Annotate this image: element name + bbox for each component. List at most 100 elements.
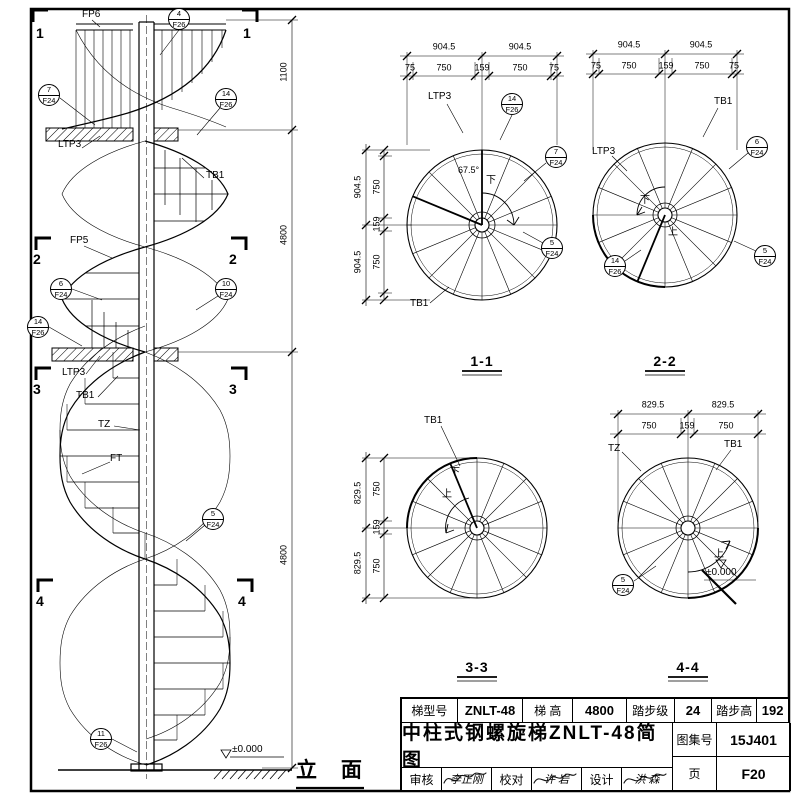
- plan-4-4-linework: [610, 409, 766, 605]
- dim-seg: 159: [474, 62, 490, 73]
- plan-2-2-linework: [586, 49, 757, 288]
- callout-code: F24: [219, 290, 233, 299]
- label-up-p33: 上: [442, 489, 452, 500]
- callout-code: F24: [616, 586, 630, 595]
- dim-904-5: 904.5: [689, 39, 713, 50]
- section-marker-2-left: 2: [33, 251, 41, 267]
- label-ltp3-top: LTP3: [58, 139, 82, 150]
- sheet-frame: [29, 7, 791, 793]
- label-tb1-p11: TB1: [410, 298, 429, 309]
- callout-code: F24: [54, 290, 68, 299]
- label-level-p44: ±0.000: [706, 567, 737, 578]
- callout-number: 11: [91, 729, 111, 740]
- dim-829-5: 829.5: [641, 399, 665, 410]
- plan-title-3-3: 3-3: [465, 659, 489, 675]
- section-marker-3-right: 3: [229, 381, 237, 397]
- dim-829-5: 829.5: [352, 481, 363, 505]
- review-signature: 李正刚: [442, 768, 492, 791]
- dim-seg: 75: [548, 62, 560, 73]
- callout-number: 10: [216, 279, 236, 290]
- section-marker-3-left: 3: [33, 381, 41, 397]
- callout-code: F26: [608, 267, 622, 276]
- label-level-elev: ±0.000: [232, 744, 263, 755]
- callout-number: 5: [755, 246, 775, 257]
- dim-seg: 750: [371, 179, 382, 195]
- label-tb1-p22: TB1: [714, 96, 733, 107]
- dim-904-5: 904.5: [508, 41, 532, 52]
- label-up-p22: 上: [668, 227, 678, 238]
- callout-number: 14: [216, 89, 236, 100]
- callout-number: 14: [605, 256, 625, 267]
- dim-904-5: 904.5: [432, 41, 456, 52]
- dim-4800-lower: 4800: [278, 544, 289, 566]
- dim-904-5: 904.5: [352, 175, 363, 199]
- label-angle: 67.5°: [458, 165, 480, 175]
- section-marker-1-right: 1: [243, 25, 251, 41]
- plan-title-4-4: 4-4: [676, 659, 700, 675]
- label-tb1-p33: TB1: [424, 415, 443, 426]
- dim-seg: 75: [404, 62, 416, 73]
- label-ft: FT: [110, 453, 123, 464]
- dim-seg: 750: [718, 420, 734, 431]
- label-ltp3-mid: LTP3: [62, 367, 86, 378]
- callout-code: F24: [750, 148, 764, 157]
- plan-title-1-1: 1-1: [470, 353, 494, 369]
- height-value: 4800: [573, 699, 627, 723]
- callout-code: F26: [219, 100, 233, 109]
- dim-seg: 750: [694, 60, 710, 71]
- dim-seg: 750: [371, 558, 382, 574]
- section-marker-2-right: 2: [229, 251, 237, 267]
- callout-number: 7: [546, 147, 566, 158]
- plan-title-2-2: 2-2: [653, 353, 677, 369]
- riser-label: 踏步高: [712, 699, 758, 723]
- dim-seg: 750: [371, 254, 382, 270]
- label-tb1-mid: TB1: [76, 390, 95, 401]
- callout-code: F26: [505, 105, 519, 114]
- dim-904-5: 904.5: [617, 39, 641, 50]
- callout-code: F26: [31, 328, 45, 337]
- steps-value: 24: [674, 699, 713, 723]
- page-label: 页: [673, 757, 717, 791]
- callout-code: F24: [545, 249, 559, 258]
- callout-code: F24: [206, 520, 220, 529]
- dim-1100: 1100: [278, 62, 289, 82]
- check-label: 校对: [492, 768, 532, 791]
- callout-number: 6: [747, 137, 767, 148]
- drawing-title: 中柱式钢螺旋梯ZNLT-48简图: [402, 723, 673, 768]
- title-block: 梯型号 ZNLT-48 梯 高 4800 踏步级 24 踏步高 192 中柱式钢…: [400, 697, 791, 791]
- section-cut-marks: [31, 8, 259, 592]
- dim-seg: 75: [728, 60, 740, 71]
- riser-value: 192: [757, 699, 790, 723]
- design-label: 设计: [582, 768, 622, 791]
- design-signature: 洪 森: [622, 768, 673, 791]
- dim-seg: 159: [371, 519, 382, 535]
- elevation-view-title: 立 面: [296, 759, 371, 782]
- section-marker-4-left: 4: [36, 593, 44, 609]
- callout-number: 5: [203, 509, 223, 520]
- page-number: F20: [717, 757, 791, 791]
- callout-number: 14: [28, 317, 48, 328]
- dim-829-5: 829.5: [352, 551, 363, 575]
- callout-number: 7: [39, 85, 59, 96]
- callout-number: 6: [51, 279, 71, 290]
- label-tz-p44: TZ: [608, 443, 621, 454]
- label-tb1-top: TB1: [206, 170, 225, 181]
- callout-number: 5: [542, 238, 562, 249]
- atlas-label: 图集号: [673, 723, 717, 757]
- plan-1-1-linework: [361, 51, 564, 306]
- dim-seg: 159: [679, 420, 695, 431]
- section-marker-4-right: 4: [238, 593, 246, 609]
- dim-seg: 750: [436, 62, 452, 73]
- check-signature: 许 岩: [532, 768, 582, 791]
